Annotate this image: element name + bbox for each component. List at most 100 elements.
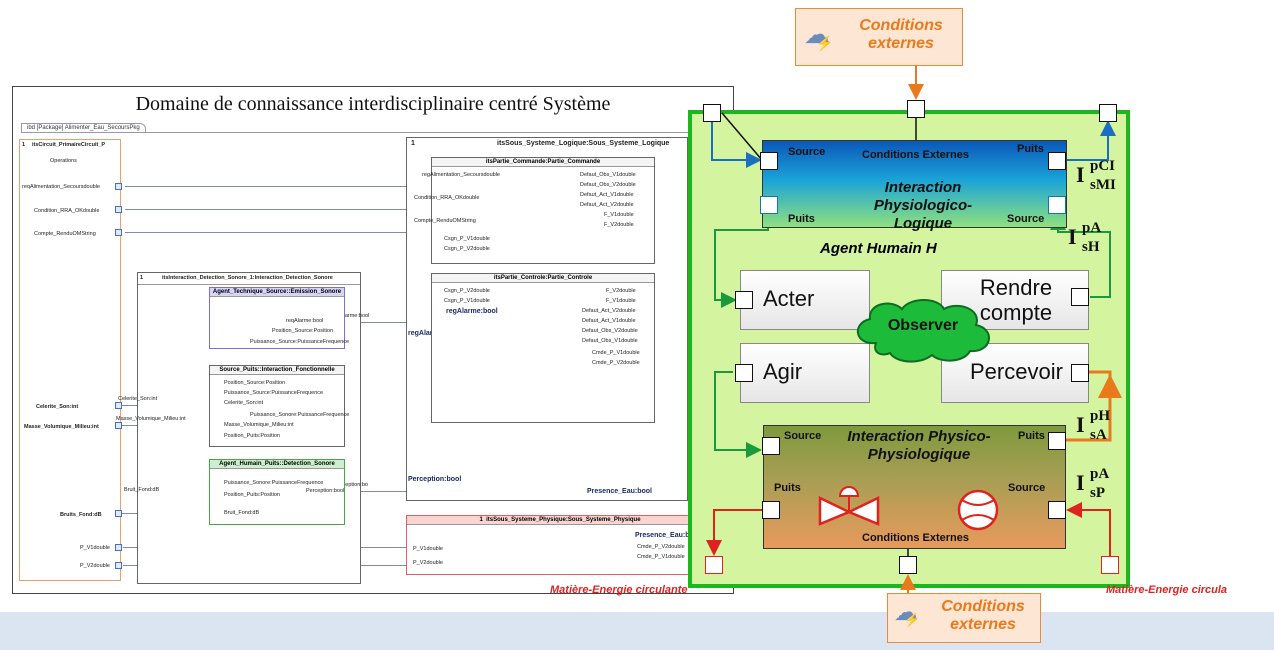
port-label: Cmde_P_V1double: [592, 350, 640, 356]
port-label: Bruit_Fond:dB: [224, 510, 260, 516]
rendre-compte-label: Rendre compte: [979, 275, 1053, 325]
agent-humain-puits-block[interactable]: Agent_Humain_Puits::Detection_Sonore Pui…: [209, 459, 345, 525]
port-label: Csgn_P_V1double: [444, 298, 490, 304]
symbol-sub: sH: [1082, 239, 1100, 255]
pump-icon: [957, 489, 999, 531]
port-label: reqAlarme:bool: [286, 318, 324, 324]
port[interactable]: [115, 402, 122, 409]
port-square[interactable]: [1048, 152, 1066, 170]
sous-systeme-physique-block[interactable]: 1 itsSous_Systeme_Physique:Sous_Systeme_…: [406, 515, 714, 575]
source-label: Source: [784, 430, 822, 442]
port-label: Masse_Volumique_Milieu:int: [224, 422, 294, 428]
interaction-physico-physiologique-block[interactable]: Source Puits Puits Source Interaction Ph…: [763, 425, 1066, 549]
port-square[interactable]: [735, 291, 753, 309]
port-label: regAlarme:bool: [446, 308, 498, 315]
port-label: Defaut_Act_V1double: [580, 192, 634, 198]
port-label: Condition_RRA_OKdouble: [34, 208, 100, 214]
symbol-sup: pCI: [1090, 158, 1116, 174]
port-square[interactable]: [760, 152, 778, 170]
block-name: itsCircuit_PrimaireCircuit_P: [32, 142, 106, 148]
out-port-label: Presence_Eau:bool: [587, 488, 652, 495]
port-label: Position_Puits:Position: [224, 492, 280, 498]
divider: [138, 284, 360, 285]
port-label: Csgn_P_V2double: [444, 246, 490, 252]
circuit-primaire-block[interactable]: 1 itsCircuit_PrimaireCircuit_P Operation…: [19, 139, 121, 581]
source-puits-block[interactable]: Source_Puits::Interaction_Fonctionnelle …: [209, 365, 349, 447]
agir-box[interactable]: Agir: [740, 343, 870, 403]
block-title: Interaction Physiologico-Logique: [873, 179, 973, 232]
partie-commande-block[interactable]: itsPartie_Commande:Partie_Commande regAl…: [414, 157, 655, 264]
ibd-tab[interactable]: ibd [Package] Alimenter_Eau_SecoursPkg: [21, 123, 146, 132]
symbol-base: I: [1076, 162, 1085, 187]
port-label: Puissance_Source:PuissanceFrequence: [224, 390, 324, 396]
port[interactable]: [115, 544, 122, 551]
port[interactable]: [115, 183, 122, 190]
port-label: F_V1double: [604, 212, 634, 218]
observer-label: Observer: [887, 317, 959, 334]
block-header: Source_Puits::Interaction_Fonctionnelle: [210, 366, 344, 375]
port[interactable]: [115, 510, 122, 517]
port-label: F_V2double: [604, 222, 634, 228]
port-square[interactable]: [899, 556, 917, 574]
agir-label: Agir: [763, 359, 803, 384]
interaction-physiologico-logique-block[interactable]: Conditions Externes Source Puits Puits S…: [762, 140, 1067, 232]
acter-box[interactable]: Acter: [740, 270, 870, 330]
valve-icon: [818, 486, 880, 526]
port[interactable]: [115, 229, 122, 236]
port-square[interactable]: [1099, 104, 1117, 122]
block-number: 1: [140, 275, 144, 281]
block-name: itsSous_Systeme_Physique:Sous_Systeme_Ph…: [486, 517, 641, 523]
port-square[interactable]: [705, 556, 723, 574]
port-square[interactable]: [735, 364, 753, 382]
port-label: Defaut_Act_V1double: [582, 318, 636, 324]
port-label: Position_Puits:Position: [224, 433, 280, 439]
block-name: Agent_Technique_Source::Emission_Sonore: [212, 289, 342, 295]
port-label: Puissance_Source:PuissanceFrequence: [250, 339, 350, 345]
panel-title: Domaine de connaissance interdisciplinai…: [135, 93, 611, 115]
port-square[interactable]: [907, 100, 925, 118]
source-label: Source: [1008, 482, 1046, 494]
block-name: itsInteraction_Detection_Sonore_1:Intera…: [162, 275, 333, 281]
source-label: Source: [788, 146, 826, 158]
port-label: Puissance_Sonore:PuissanceFrequence: [250, 412, 350, 418]
symbol-base: I: [1076, 412, 1085, 437]
agent-technique-block[interactable]: Agent_Technique_Source::Emission_Sonore …: [209, 287, 349, 349]
lightning-icon: ⚡: [904, 612, 921, 627]
port-square[interactable]: [1071, 288, 1089, 306]
ibd-frame-line: [21, 132, 729, 133]
port-label: Defaut_Obs_V1double: [582, 338, 638, 344]
wire: [125, 232, 413, 233]
symbol-sub: sA: [1090, 427, 1107, 443]
conditions-label: Conditions Externes: [862, 149, 969, 161]
port[interactable]: [115, 422, 122, 429]
port-square[interactable]: [1048, 196, 1066, 214]
port-label: Puissance_Sonore:PuissanceFrequence: [224, 480, 324, 486]
port-label: Bruit_Fond:dB: [124, 487, 160, 493]
port-square[interactable]: [1071, 364, 1089, 382]
port-label: reqAlimentation_Secoursdouble: [22, 184, 100, 190]
port-square[interactable]: [1048, 432, 1066, 450]
port-square[interactable]: [762, 501, 780, 519]
port-label: regAlarme:bool: [332, 313, 370, 319]
symbol-base: I: [1076, 470, 1085, 495]
port-square[interactable]: [1101, 556, 1119, 574]
port-label: Csgn_P_V1double: [444, 236, 490, 242]
port[interactable]: [115, 562, 122, 569]
callout-text: Conditions externes: [941, 598, 1025, 633]
block-name: Agent_Humain_Puits::Detection_Sonore: [219, 461, 335, 467]
port-label: Celerite_Son:int: [118, 396, 158, 402]
port-square[interactable]: [1048, 501, 1066, 519]
port-label: Defaut_Obs_V2double: [582, 328, 638, 334]
port-square[interactable]: [703, 104, 721, 122]
puits-label: Puits: [1018, 430, 1045, 442]
partie-controle-block[interactable]: itsPartie_Controle:Partie_Controle Csgn_…: [431, 273, 655, 423]
puits-label: Puits: [774, 482, 801, 494]
port-square[interactable]: [762, 437, 780, 455]
port[interactable]: [115, 206, 122, 213]
wire: [117, 405, 147, 406]
block-header: itsPartie_Controle:Partie_Controle: [432, 274, 654, 283]
port-label: Defaut_Act_V2double: [580, 202, 634, 208]
port-square[interactable]: [760, 196, 778, 214]
block-name: itsPartie_Commande:Partie_Commande: [485, 159, 601, 165]
block-number: 1: [411, 140, 415, 147]
